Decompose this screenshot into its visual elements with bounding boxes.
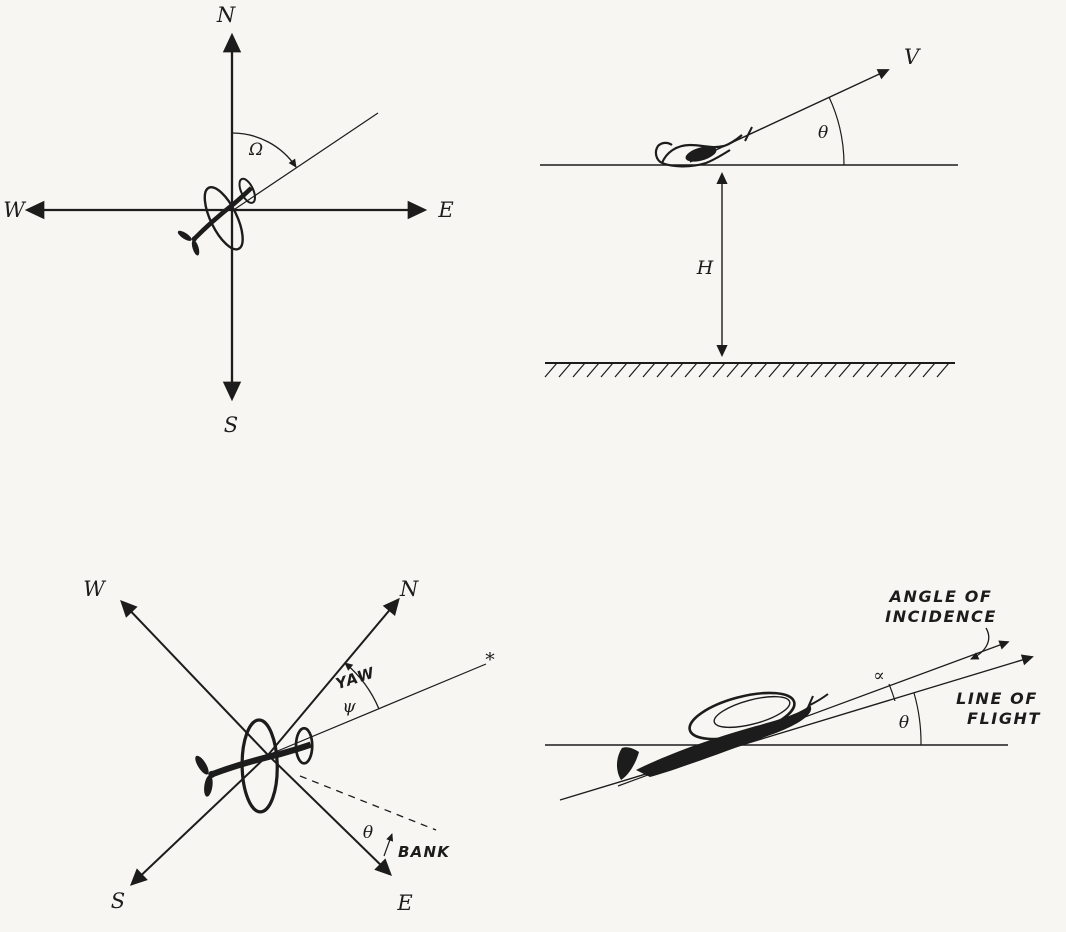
flight-direction-line [267,663,487,756]
nose-line [809,693,829,706]
panel-incidence-profile: ANGLE OF INCIDENCE ∝ LINE OF FLIGHT θ [545,587,1041,801]
south-label: S [224,413,238,437]
incidence-label-line1: ANGLE OF [888,587,993,606]
lower-wing-shape [636,705,812,777]
panel-climb-profile: V θ H [540,45,958,378]
climb-angle-label: θ [818,123,828,143]
airplane-side-sketch [654,126,753,168]
velocity-vector [689,69,890,163]
north-label: N [399,577,419,601]
ground-hatching [544,362,950,378]
airplane-top-sketch [164,164,279,275]
nose-tick [744,126,753,142]
east-axis [267,754,393,876]
bank-pointer-arrow [383,833,394,857]
nose-tick [805,695,814,713]
east-label: E [437,198,453,222]
east-label: E [396,891,412,915]
north-axis [267,597,400,756]
flight-line-marker: * [485,649,495,671]
flight-label-line2: FLIGHT [967,709,1041,728]
north-label: N [216,3,236,27]
panel-yaw-bank: N W S E YAW ψ * θ BANK [83,577,495,915]
climb-angle-arc [828,96,845,166]
inner-wing-outline [713,695,791,729]
airplane-large-side-sketch [616,691,829,780]
bank-word-label: BANK [398,843,450,861]
wing-shape [685,146,717,162]
yaw-angle-arc [344,662,380,710]
bank-angle-label: θ [363,823,373,843]
incidence-angle-arc [888,683,896,702]
flight-path-angle-label: θ [899,713,909,733]
west-axis [120,599,269,756]
south-label: S [111,889,125,913]
west-label: W [83,577,107,601]
incidence-callout-arrow [970,627,990,660]
flight-path-angle-arc [913,692,922,746]
heading-line [231,112,379,212]
panel-compass-plan: N S W E Ω [3,3,453,437]
heading-angle-label: Ω [248,140,263,160]
velocity-label: V [904,45,921,69]
yaw-angle-label: ψ [342,697,356,717]
south-axis [129,754,269,886]
west-label: W [3,198,27,222]
tail-shape [616,747,639,780]
incidence-label-line2: INCIDENCE [885,607,997,626]
line-of-flight [559,654,1034,801]
flight-label-line1: LINE OF [956,689,1038,708]
bank-dashed-line [299,775,437,831]
height-label: H [696,257,714,279]
heading-angle-arc [231,132,297,168]
incidence-angle-label: ∝ [873,666,885,686]
